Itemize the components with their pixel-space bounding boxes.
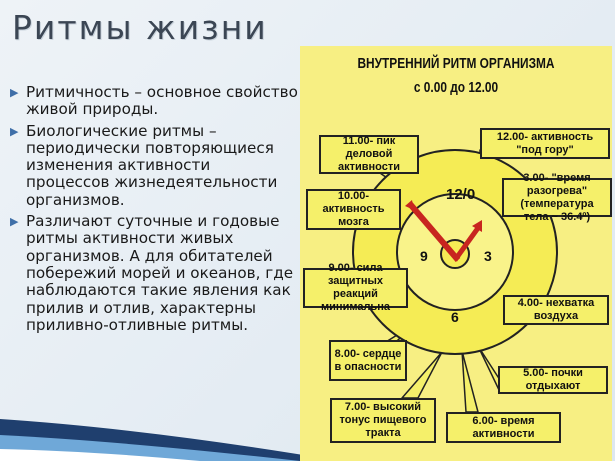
- note-4: 4.00- нехватка воздуха: [503, 295, 609, 325]
- bullet-text: Различают суточные и годовые ритмы актив…: [26, 212, 294, 334]
- diagram-title-line1: ВНУТРЕННИЙ РИТМ ОРГАНИЗМА: [357, 56, 555, 72]
- bullet-list: ▶ Ритмичность – основное свойство живой …: [8, 83, 298, 338]
- triangle-bullet-icon: ▶: [10, 215, 19, 229]
- triangle-bullet-icon: ▶: [10, 124, 19, 138]
- note-12: 12.00- активность "под гору": [480, 128, 610, 159]
- note-6: 6.00- время активности: [446, 412, 561, 443]
- bullet-item: ▶ Различают суточные и годовые ритмы акт…: [8, 212, 298, 334]
- triangle-bullet-icon: ▶: [10, 86, 19, 99]
- bullet-item: ▶ Биологические ритмы – периодически пов…: [8, 121, 298, 209]
- clock-number-6: 6: [451, 309, 459, 325]
- slide-title: Ритмы жизни: [12, 8, 268, 47]
- clock-number-9: 9: [420, 248, 428, 264]
- bullet-text: Ритмичность – основное свойство живой пр…: [26, 83, 298, 119]
- diagram-title-line2: с 0.00 до 12.00: [413, 80, 499, 96]
- bullet-item: ▶ Ритмичность – основное свойство живой …: [8, 83, 298, 119]
- clock-number-12: 12/0: [446, 186, 476, 203]
- clock-number-3: 3: [484, 248, 492, 264]
- note-3: 3.00- "время разогрева" (температура тел…: [502, 172, 612, 223]
- note-5: 5.00- почки отдыхают: [498, 366, 608, 394]
- clock-hand-right: [452, 226, 481, 262]
- note-9: 9.00- сила защитных реакций минимальна: [303, 262, 408, 313]
- pointer-5: [477, 345, 501, 393]
- note-8: 8.00- сердце в опасности: [329, 340, 407, 381]
- note-10: 10.00- активность мозга: [306, 189, 401, 230]
- clock-hand-left: [407, 202, 461, 262]
- pointer-6: [461, 350, 479, 413]
- note-7: 7.00- высокий тонус пищевого тракта: [330, 398, 436, 443]
- bullet-text: Биологические ритмы – периодически повто…: [26, 121, 278, 209]
- decorative-swoosh: [0, 419, 340, 461]
- pointer-7: [401, 351, 443, 399]
- note-11: 11.00- пик деловой активности: [319, 135, 419, 174]
